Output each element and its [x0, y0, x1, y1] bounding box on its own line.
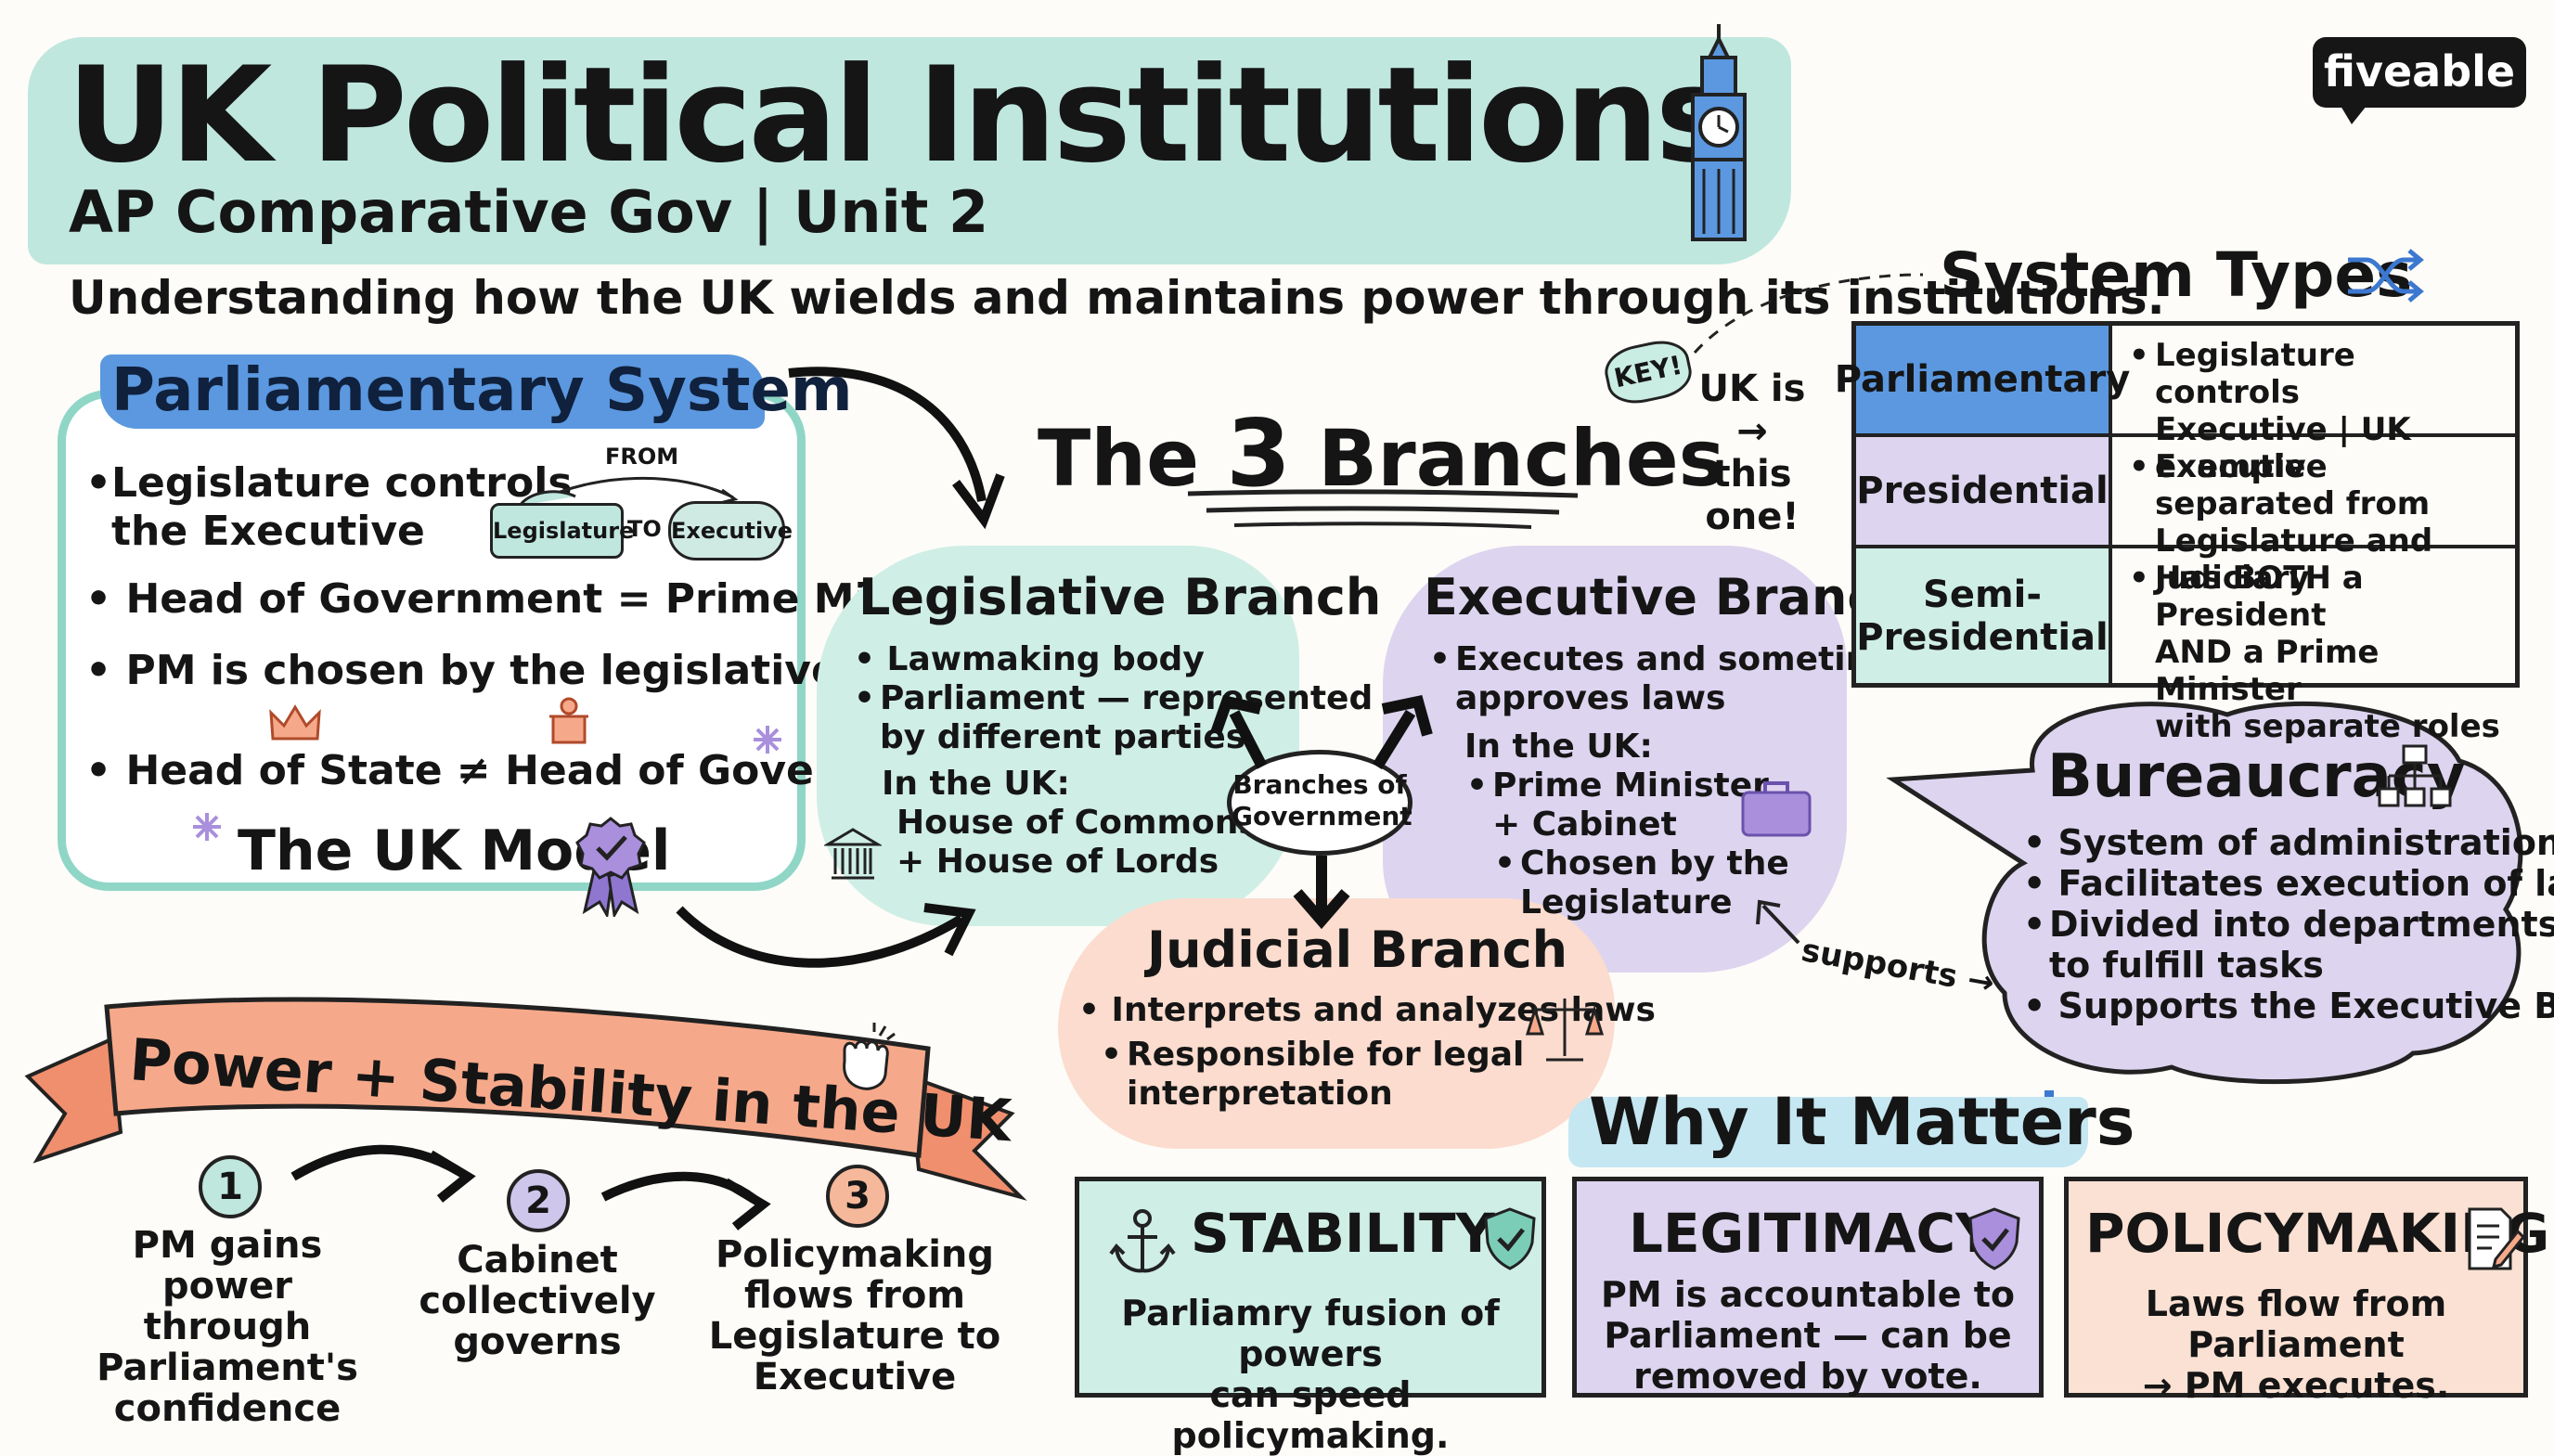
tagline: Understanding how the UK wields and main… [69, 271, 2165, 325]
page-title: UK Political Institutions [67, 39, 1734, 192]
org-chart-icon [2378, 744, 2452, 807]
system-type-row: Semi- Presidential Has BOTH a President … [1856, 548, 2515, 745]
why-title-highlight [1568, 1097, 2088, 1167]
system-type-description: Executive separated from Legislature and… [2118, 437, 2515, 597]
system-type-description: Has BOTH a President AND a Prime Ministe… [2118, 548, 2515, 745]
parliament-building-icon [824, 828, 882, 880]
step-text: Policymaking flows from Legislature to E… [708, 1233, 1001, 1398]
step-number: 2 [507, 1169, 570, 1232]
shield-check-icon [1484, 1207, 1536, 1270]
stability-card: STABILITY Parliamry fusion of powers can… [1075, 1177, 1546, 1456]
why-it-matters-title: Why It Matters [1589, 1084, 2135, 1160]
fist-icon [843, 1023, 896, 1090]
branches-of-government-node: Branches of Government [1227, 750, 1412, 856]
judicial-branch-title: Judicial Branch [1147, 921, 1568, 979]
system-type-name: Presidential [1856, 437, 2112, 545]
power-ribbon-tail-left [24, 1037, 123, 1164]
parliamentary-system-title: Parliamentary System [111, 356, 853, 425]
parliamentary-title-highlight [100, 354, 765, 429]
ribbon-badge-icon [575, 817, 646, 917]
briefcase-icon [1741, 781, 1812, 837]
system-type-row: Parliamentary Legislature controls Execu… [1835, 326, 2515, 485]
from-arrow [520, 476, 739, 507]
bureaucracy-details: • System of administration • Facilitates… [2023, 822, 2554, 1026]
system-types-table: Parliamentary Legislature controls Execu… [1835, 321, 2520, 745]
step-number: 1 [199, 1155, 262, 1218]
card-body: PM is accountable to Parliament — can be… [1601, 1274, 2015, 1397]
sparkle-icon [754, 726, 781, 754]
step-text: Cabinet collectively governs [419, 1239, 656, 1363]
system-type-description: Legislature controls Executive | UK exam… [2118, 326, 2515, 485]
card-title: STABILITY [1191, 1202, 1495, 1265]
legislative-branch-bubble [817, 546, 1299, 926]
card-body: Parliamry fusion of powers can speed pol… [1121, 1293, 1500, 1456]
card-body: Laws flow from Parliament → PM executes. [2142, 1283, 2450, 1406]
power-ribbon [104, 997, 931, 1158]
brand-logo[interactable]: fiveable [2313, 37, 2526, 124]
judicial-branch-bubble [1058, 898, 1615, 1149]
legislative-branch-details: • Lawmaking body •Parliament — represent… [854, 640, 1374, 881]
crown-icon [269, 704, 321, 741]
executive-pill: Executive [668, 501, 793, 560]
anchor-icon [1109, 1209, 1176, 1273]
step-number: 3 [826, 1165, 889, 1228]
shuffle-icon [2348, 249, 2424, 303]
page-subtitle: AP Comparative Gov | Unit 2 [69, 178, 989, 246]
legitimacy-card: LEGITIMACY PM is accountable to Parliame… [1572, 1177, 2044, 1398]
to-label: TO [627, 516, 662, 542]
step-text: PM gains power through Parliament's conf… [97, 1224, 358, 1430]
branches-title: The 3 Branches [1038, 399, 1725, 508]
legislative-branch-title: Legislative Branch [858, 568, 1382, 626]
card-title: LEGITIMACY [1629, 1202, 1995, 1265]
from-label: FROM [605, 444, 679, 470]
executive-branch-details: •Executes and sometimes approves laws In… [1429, 640, 1923, 921]
executive-branch-title: Executive Branch [1424, 568, 1913, 626]
policymaking-card: POLICYMAKING Laws flow from Parliament →… [2064, 1177, 2549, 1406]
system-type-name: Parliamentary [1835, 326, 2130, 433]
shield-check-icon [1968, 1207, 2020, 1270]
system-types-title: System Types [1940, 239, 2413, 311]
sparkle-icon [193, 813, 221, 841]
document-pen-icon [2468, 1207, 2525, 1270]
system-type-name: Semi- Presidential [1856, 548, 2112, 683]
legislature-pill: Legislature [490, 503, 634, 559]
title-highlight [28, 37, 1791, 264]
podium-icon [549, 697, 588, 744]
uk-note: UK is → this one! [1698, 367, 1806, 538]
scales-icon [1526, 999, 1604, 1062]
system-type-row: Presidential Executive separated from Le… [1856, 437, 2515, 597]
big-ben-icon [1691, 24, 1747, 241]
